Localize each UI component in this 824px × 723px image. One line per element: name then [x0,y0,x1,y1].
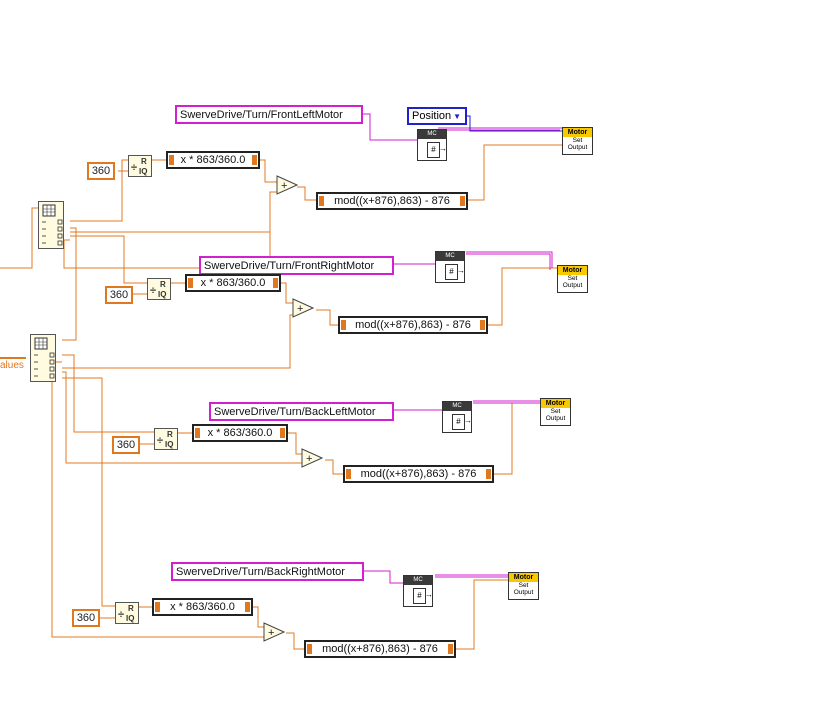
back-left-add-node[interactable]: + [301,448,323,468]
front-right-scale-formula[interactable]: x * 863/360.0 [185,274,281,292]
svg-text:+: + [306,453,312,465]
dropdown-arrow-icon: ▼ [453,112,461,121]
svg-text:+: + [297,303,303,315]
unbundle-node-upper[interactable] [38,201,64,249]
divide-icon: ÷ [157,435,164,447]
back-right-mod-formula[interactable]: mod((x+876),863) - 876 [304,640,456,658]
arrow-right-icon: → [425,590,433,599]
front-right-degrees-constant[interactable]: 360 [105,286,133,304]
cluster-wire-stub [0,357,26,359]
front-left-scale-formula[interactable]: x * 863/360.0 [166,151,260,169]
front-left-quotient-remainder[interactable]: ÷ R IQ [128,155,152,177]
unbundle-node-lower[interactable] [30,334,56,382]
front-left-add-node[interactable]: + [276,175,298,195]
back-right-scale-formula[interactable]: x * 863/360.0 [152,598,253,616]
back-left-degrees-constant[interactable]: 360 [112,436,140,454]
control-mode-value: Position [412,110,452,122]
arrow-right-icon: → [439,144,447,153]
front-left-motor-path[interactable]: SwerveDrive/Turn/FrontLeftMotor [175,105,363,124]
arrow-right-icon: → [457,266,465,275]
back-right-quotient-remainder[interactable]: ÷ R IQ [115,602,139,624]
front-right-mc-node[interactable]: MC # → [435,251,465,283]
front-left-mod-formula[interactable]: mod((x+876),863) - 876 [316,192,468,210]
front-left-degrees-constant[interactable]: 360 [87,162,115,180]
back-left-scale-formula[interactable]: x * 863/360.0 [192,424,288,442]
front-right-add-node[interactable]: + [292,298,314,318]
unbundle-icon [42,204,63,246]
front-right-quotient-remainder[interactable]: ÷ R IQ [147,278,171,300]
back-left-quotient-remainder[interactable]: ÷ R IQ [154,428,178,450]
back-right-motor-path[interactable]: SwerveDrive/Turn/BackRightMotor [171,562,364,581]
unbundle-icon [34,337,55,379]
document-icon: # [452,414,465,430]
document-icon: # [427,142,440,158]
divide-icon: ÷ [118,609,125,621]
document-icon: # [445,264,458,280]
back-left-mc-node[interactable]: MC # → [442,401,472,433]
arrow-right-icon: → [464,416,472,425]
back-right-mc-node[interactable]: MC # → [403,575,433,607]
back-left-motor-path[interactable]: SwerveDrive/Turn/BackLeftMotor [209,402,394,421]
cluster-label-partial: alues [0,360,24,372]
divide-icon: ÷ [131,162,138,174]
divide-icon: ÷ [150,285,157,297]
back-right-degrees-constant[interactable]: 360 [72,609,100,627]
front-right-mod-formula[interactable]: mod((x+876),863) - 876 [338,316,488,334]
front-left-mc-node[interactable]: MC # → [417,129,447,161]
svg-text:+: + [268,627,274,639]
front-right-motor-path[interactable]: SwerveDrive/Turn/FrontRightMotor [199,256,394,275]
back-right-add-node[interactable]: + [263,622,285,642]
control-mode-enum[interactable]: Position ▼ [407,107,467,125]
back-left-mod-formula[interactable]: mod((x+876),863) - 876 [343,465,494,483]
document-icon: # [413,588,426,604]
svg-text:+: + [281,180,287,192]
